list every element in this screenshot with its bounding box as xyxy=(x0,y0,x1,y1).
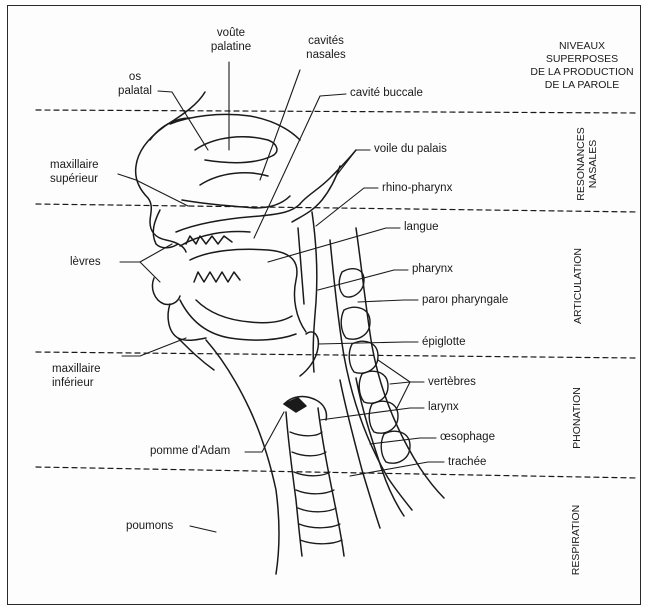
jaw-inner xyxy=(196,300,292,323)
label-pomme-adam: pomme d'Adam xyxy=(150,444,230,458)
label-epiglotte: épiglotte xyxy=(422,335,465,349)
label-poumons: poumons xyxy=(126,519,173,533)
vertebra-6 xyxy=(381,431,410,463)
pharynx-wall-back xyxy=(312,212,317,372)
label-maxillaire-inferieur: maxillaire inférieur xyxy=(52,362,101,390)
palate-line xyxy=(176,204,300,232)
leader-vertebres-3 xyxy=(396,382,410,410)
head-profile-outline xyxy=(136,92,205,252)
zone-resonances-nasales: RESONANCES NASALES xyxy=(575,119,599,209)
trachea-rings xyxy=(290,432,342,544)
oesophagus-right xyxy=(356,378,404,516)
leader-cavites-nasales xyxy=(260,70,300,180)
label-vertebres: vertèbres xyxy=(428,375,476,389)
nasal-cavity-arch xyxy=(170,114,300,140)
label-maxillaire-inf-1: maxillaire xyxy=(52,362,101,376)
vertebra-4 xyxy=(359,371,388,403)
pharynx-wall-front xyxy=(298,228,304,304)
oesophagus-left xyxy=(340,380,380,528)
leader-maxillaire-superieur xyxy=(118,174,188,206)
zone-articulation: ARTICULATION xyxy=(572,236,584,336)
label-palatal: palatal xyxy=(112,84,158,98)
label-cavites-nasales: cavités nasales xyxy=(296,34,356,62)
lower-lip xyxy=(152,278,180,305)
label-paroi-pharyngale: paroı pharyngale xyxy=(422,293,508,307)
label-nasales: nasales xyxy=(296,48,356,62)
label-voute: voûte xyxy=(206,26,256,40)
leader-cavite-buccale xyxy=(254,94,346,238)
label-os: os xyxy=(112,70,158,84)
leader-rhino-pharynx xyxy=(316,188,378,226)
label-rhino-pharynx: rhino-pharynx xyxy=(382,181,452,195)
label-voile-du-palais: voile du palais xyxy=(374,142,447,156)
label-langue: langue xyxy=(404,220,439,234)
leader-os-palatal xyxy=(158,91,208,150)
separator-line-2 xyxy=(36,204,638,212)
leader-levres-top xyxy=(120,244,172,262)
label-voute-palatine: voûte palatine xyxy=(206,26,256,54)
separator-line-4 xyxy=(36,467,638,478)
level-separators xyxy=(36,110,638,478)
epiglottis-shape xyxy=(300,332,318,376)
leader-voile-du-palais xyxy=(336,150,370,176)
label-maxillaire-sup-1: maxillaire xyxy=(50,158,99,172)
leader-epiglotte xyxy=(318,342,418,344)
zone-phonation: PHONATION xyxy=(571,373,583,463)
thyroid-cartilage xyxy=(284,398,306,412)
header-line-1: NIVEAUX xyxy=(522,40,642,53)
label-os-palatal: os palatal xyxy=(112,70,158,98)
zone-resonances-line: RESONANCES xyxy=(575,119,587,209)
leader-levres-bottom xyxy=(140,262,160,282)
label-maxillaire-sup-2: supérieur xyxy=(50,172,99,186)
header-line-2: SUPERPOSES xyxy=(522,53,642,66)
leader-poumons xyxy=(190,526,216,532)
header-line-3: DE LA PRODUCTION xyxy=(522,66,642,79)
leader-vertebres-2 xyxy=(390,382,410,384)
header-line-4: DE LA PAROLE xyxy=(522,79,642,92)
leader-lines xyxy=(118,62,444,532)
label-levres: lèvres xyxy=(70,255,101,269)
label-palatine: palatine xyxy=(206,40,256,54)
velum xyxy=(300,150,356,204)
label-trachee: trachée xyxy=(448,455,486,469)
leader-larynx xyxy=(320,408,424,420)
label-cavite-buccale: cavité buccale xyxy=(350,86,423,100)
leader-langue xyxy=(268,228,400,262)
lower-teeth xyxy=(194,272,240,282)
zone-nasales-line: NASALES xyxy=(587,119,599,209)
vertebrae xyxy=(339,269,410,463)
tongue xyxy=(190,249,306,332)
leader-vertebres-1 xyxy=(378,360,424,382)
separator-line-3 xyxy=(36,352,638,358)
nasal-turbinate-2 xyxy=(200,173,268,185)
separator-line-1 xyxy=(36,110,638,113)
label-maxillaire-inf-2: inférieur xyxy=(52,376,101,390)
trachea-right xyxy=(318,408,344,556)
label-pharynx: pharynx xyxy=(412,262,453,276)
label-larynx: larynx xyxy=(428,400,459,414)
label-cavites: cavités xyxy=(296,34,356,48)
label-maxillaire-superieur: maxillaire supérieur xyxy=(50,158,99,186)
levels-header: NIVEAUX SUPERPOSES DE LA PRODUCTION DE L… xyxy=(522,40,642,92)
zone-respiration: RESPIRATION xyxy=(570,490,582,590)
vertebra-2 xyxy=(341,307,370,339)
leader-paroi-pharyngale xyxy=(358,300,418,302)
chin xyxy=(168,304,206,340)
label-oesophage: œsophage xyxy=(440,430,495,444)
forehead-curve xyxy=(150,118,190,140)
